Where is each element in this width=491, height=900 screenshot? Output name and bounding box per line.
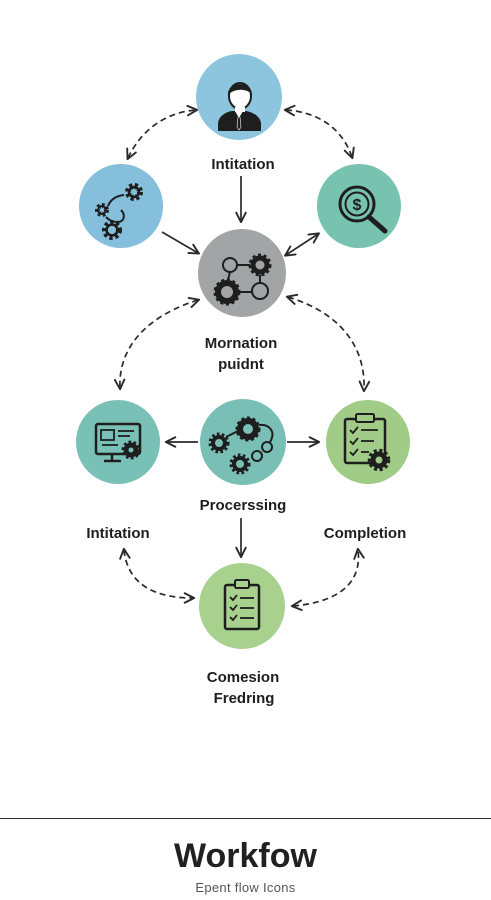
- arrow-finance-to-center: [284, 232, 320, 257]
- label-completion: Completion: [324, 525, 407, 542]
- node-monitor: [76, 400, 160, 484]
- connector-user-to-finance: [283, 104, 355, 160]
- node-checklist-gear: [326, 400, 410, 484]
- node-user: [196, 54, 282, 140]
- connector-left-to-bottom: [119, 547, 196, 604]
- gear-network-icon: [213, 253, 272, 306]
- gears-icon: [95, 183, 143, 240]
- svg-text:$: $: [353, 197, 362, 214]
- clipboard-checklist-icon: [223, 579, 261, 631]
- dollar-magnifier-icon: $: [338, 185, 388, 234]
- node-gears-left: [79, 164, 163, 248]
- footer-title: Workfow: [174, 837, 317, 875]
- gear-cluster-icon: [208, 416, 274, 475]
- node-processing: [200, 399, 286, 485]
- footer-divider: [0, 818, 491, 819]
- label-initiation-top: Intitation: [211, 156, 274, 173]
- monitor-gear-icon: [94, 422, 142, 463]
- label-initiation-left: Intitation: [86, 525, 149, 542]
- node-finance: $: [317, 164, 401, 248]
- node-center: [198, 229, 286, 317]
- node-checklist: [199, 563, 285, 649]
- connectors: [113, 104, 371, 611]
- label-processing: Procerssing: [200, 497, 287, 514]
- connector-center-to-checklist: [285, 293, 371, 393]
- user-icon: [218, 82, 261, 131]
- connector-right-to-bottom: [290, 547, 365, 611]
- connector-center-to-monitor: [113, 296, 201, 391]
- footer-subtitle: Epent flow Icons: [195, 880, 296, 895]
- clipboard-gear-icon: [343, 413, 391, 472]
- connector-gears-to-user: [126, 104, 199, 161]
- label-bottom-line1: Comesion: [207, 669, 280, 686]
- label-bottom-line2: Fredring: [214, 690, 275, 707]
- arrow-gears-to-center: [161, 231, 200, 255]
- label-center-line1: Mornation: [205, 335, 278, 352]
- label-center-line2: puidnt: [218, 356, 264, 373]
